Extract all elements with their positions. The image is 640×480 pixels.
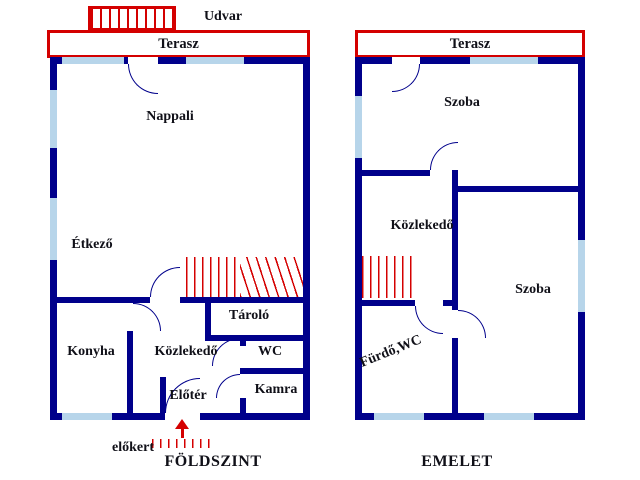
terasz-band-upper: Terasz xyxy=(355,30,585,58)
label-elokert: előkert xyxy=(112,440,154,455)
entrance-arrow-shaft xyxy=(181,428,184,438)
window-segment xyxy=(484,413,534,420)
room-label-etkezo: Étkező xyxy=(71,237,113,252)
interior-wall xyxy=(452,170,458,310)
terasz-band-ground: Terasz xyxy=(47,30,310,58)
interior-wall xyxy=(180,297,303,303)
door-gap xyxy=(165,413,200,420)
room-label-wc: WC xyxy=(257,344,283,359)
window-segment xyxy=(62,57,124,64)
room-label-kozlekedo: Közlekedő xyxy=(154,344,218,359)
interior-wall xyxy=(205,303,211,341)
elokert-hatch xyxy=(152,439,214,448)
window-segment xyxy=(374,413,424,420)
label-terasz-ground: Terasz xyxy=(158,35,199,52)
window-segment xyxy=(50,90,57,148)
window-segment xyxy=(470,57,538,64)
room-label-szoba-front: Szoba xyxy=(444,95,480,110)
room-label-kamra: Kamra xyxy=(254,382,298,397)
interior-wall xyxy=(452,338,458,413)
interior-wall xyxy=(205,335,303,341)
room-label-tarolo: Tároló xyxy=(228,308,270,323)
window-segment xyxy=(186,57,244,64)
interior-wall xyxy=(362,170,430,176)
label-terasz-upper: Terasz xyxy=(449,35,491,52)
room-label-nappali: Nappali xyxy=(146,109,194,124)
interior-wall xyxy=(127,331,133,413)
room-label-szoba-back: Szoba xyxy=(515,282,551,297)
stairs-hatch-ground xyxy=(240,257,303,297)
interior-wall xyxy=(443,300,458,306)
window-segment xyxy=(578,240,585,312)
udvar-hatched-area xyxy=(88,6,176,31)
room-label-konyha: Konyha xyxy=(67,344,115,359)
window-segment xyxy=(50,198,57,260)
entrance-arrow-head xyxy=(175,419,189,429)
outer-wall-upper xyxy=(355,57,585,420)
interior-wall xyxy=(57,297,150,303)
window-segment xyxy=(355,96,362,158)
floor-title-upper: EMELET xyxy=(421,453,493,470)
room-label-kozlekedo-upper: Közlekedő xyxy=(390,218,454,233)
interior-wall xyxy=(160,377,166,413)
interior-wall xyxy=(240,341,246,346)
stairs-hatch-ground xyxy=(186,257,238,297)
floor-title-ground: FÖLDSZINT xyxy=(164,453,262,470)
label-udvar: Udvar xyxy=(203,9,243,24)
stairs-hatch-upper xyxy=(362,256,418,298)
interior-wall xyxy=(458,186,578,192)
door-gap xyxy=(128,57,158,64)
window-segment xyxy=(62,413,112,420)
door-gap xyxy=(392,57,420,64)
interior-wall xyxy=(362,300,415,306)
interior-wall xyxy=(240,368,303,374)
interior-wall xyxy=(240,398,246,413)
room-label-eloter: Előtér xyxy=(169,388,207,403)
